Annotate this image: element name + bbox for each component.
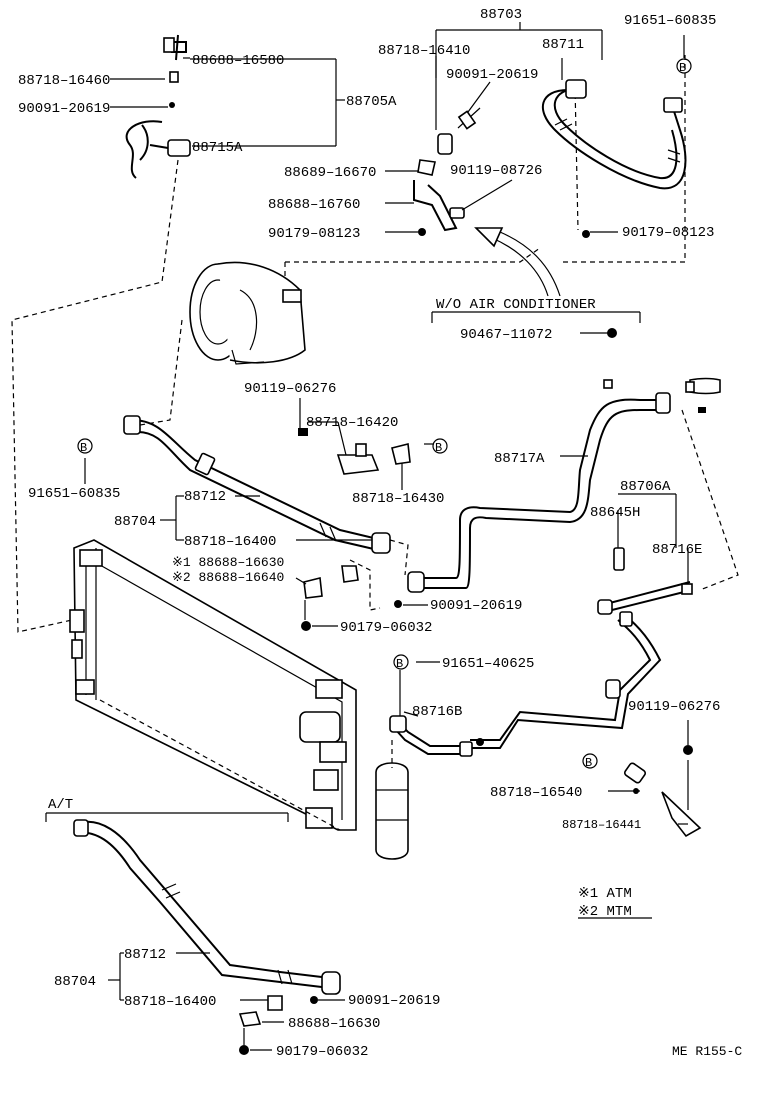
label-88718-16460: 88718–16460 [18,73,110,89]
bolt-markers: B B B B B [77,58,692,770]
label-90091-20619-top: 90091–20619 [446,67,538,83]
label-88688-16760: 88688–16760 [268,197,360,213]
label-91651-40625: 91651–40625 [442,656,534,672]
switch-88718-16540 [608,720,702,838]
pipe-88706a [470,547,693,749]
label-88718-16400-at: 88718–16400 [124,994,216,1010]
label-91651-60835-top: 91651–60835 [624,13,716,29]
label-88688-16640-mtm: ※2 88688–16640 [172,570,284,585]
leaders-top-center [385,35,685,233]
bolt-marker-right: B [582,753,598,770]
pipe-88717a [407,377,721,593]
label-88718-16441: 88718–16441 [562,818,641,832]
wo-ac-box [431,311,641,338]
label-88706a: 88706A [620,479,671,495]
label-88688-16630-at: 88688–16630 [288,1016,380,1032]
leaders-middle-left [84,398,434,541]
bolt-marker-center: B [432,438,448,455]
label-90467-11072: 90467–11072 [460,327,552,343]
svg-text:B: B [435,441,442,455]
label-88718-16410: 88718–16410 [378,43,470,59]
condenser-brackets [295,565,359,631]
label-90091-20619-mid: 90091–20619 [430,598,522,614]
label-90119-06276-b: 90119–06276 [628,699,720,715]
label-90179-06032-a: 90179–06032 [340,620,432,636]
label-90179-06032-at: 90179–06032 [276,1044,368,1060]
label-88712-at: 88712 [124,947,166,963]
label-88645h: 88645H [590,505,640,521]
label-88718-16420: 88718–16420 [306,415,398,431]
label-88688-16580: 88688–16580 [192,53,284,69]
label-90091-20619-at: 90091–20619 [348,993,440,1009]
pipe-88716b [389,661,484,757]
label-88718-16400-mid: 88718–16400 [184,534,276,550]
bolt-marker-lower: B [393,654,409,671]
legend: ※1 ATM ※2 MTM [578,886,632,920]
receiver-dryer [375,740,409,860]
label-88711: 88711 [542,37,584,53]
legend-atm: ※1 ATM [578,886,632,902]
leaders-88706a [617,493,689,584]
label-88718-16540: 88718–16540 [490,785,582,801]
label-88704-at: 88704 [54,974,96,990]
label-88703: 88703 [480,7,522,23]
label-90179-08123-a: 90179–08123 [268,226,360,242]
pipe-88711 [541,79,687,190]
compressor [189,261,306,365]
label-at: A/T [48,797,73,813]
leaders-top-left [110,57,345,147]
reference-code: ME R155-C [672,1044,742,1059]
label-88716b: 88716B [412,704,462,720]
condenser [69,539,357,831]
label-90119-06276-a: 90119–06276 [244,381,336,397]
label-91651-60835-mid: 91651–60835 [28,486,120,502]
label-88717a: 88717A [494,451,545,467]
legend-mtm: ※2 MTM [578,904,632,920]
label-wo-air-conditioner: W/O AIR CONDITIONER [436,297,596,313]
bolt-marker-left: B [77,438,93,455]
hose-88712 [123,415,391,554]
arrow-to-bracket [474,227,561,297]
labels-bottom: A/T 88704 88712 88718–16400 90091–20619 … [48,797,440,1060]
label-90179-08123-b: 90179–08123 [622,225,714,241]
at-section [45,812,341,1055]
leaders-88717a [394,455,588,608]
bolt-marker-top-right: B [676,58,692,75]
svg-text:B: B [679,61,686,75]
label-88688-16630-atm: ※1 88688–16630 [172,555,284,570]
label-88704-mid: 88704 [114,514,156,530]
label-88712-mid: 88712 [184,489,226,505]
label-90091-20619-left: 90091–20619 [18,101,110,117]
label-88689-16670: 88689–16670 [284,165,376,181]
label-90119-08726: 90119–08726 [450,163,542,179]
labels-middle: W/O AIR CONDITIONER 90467–11072 90119–06… [28,297,720,832]
labels-top: 88703 91651–60835 88718–16410 88711 9009… [18,7,716,242]
label-88716e: 88716E [652,542,702,558]
label-88715a: 88715A [192,140,243,156]
svg-text:B: B [396,657,403,671]
hose-assembly-88705a [125,34,191,179]
label-88705a: 88705A [346,94,397,110]
fittings-88718-16420 [298,428,411,475]
label-88718-16430: 88718–16430 [352,491,444,507]
bracket-88703 [435,22,603,130]
fittings-88718-16410 [413,107,590,238]
svg-text:B: B [80,441,87,455]
leaders-at [108,952,345,1051]
svg-text:B: B [585,756,592,770]
